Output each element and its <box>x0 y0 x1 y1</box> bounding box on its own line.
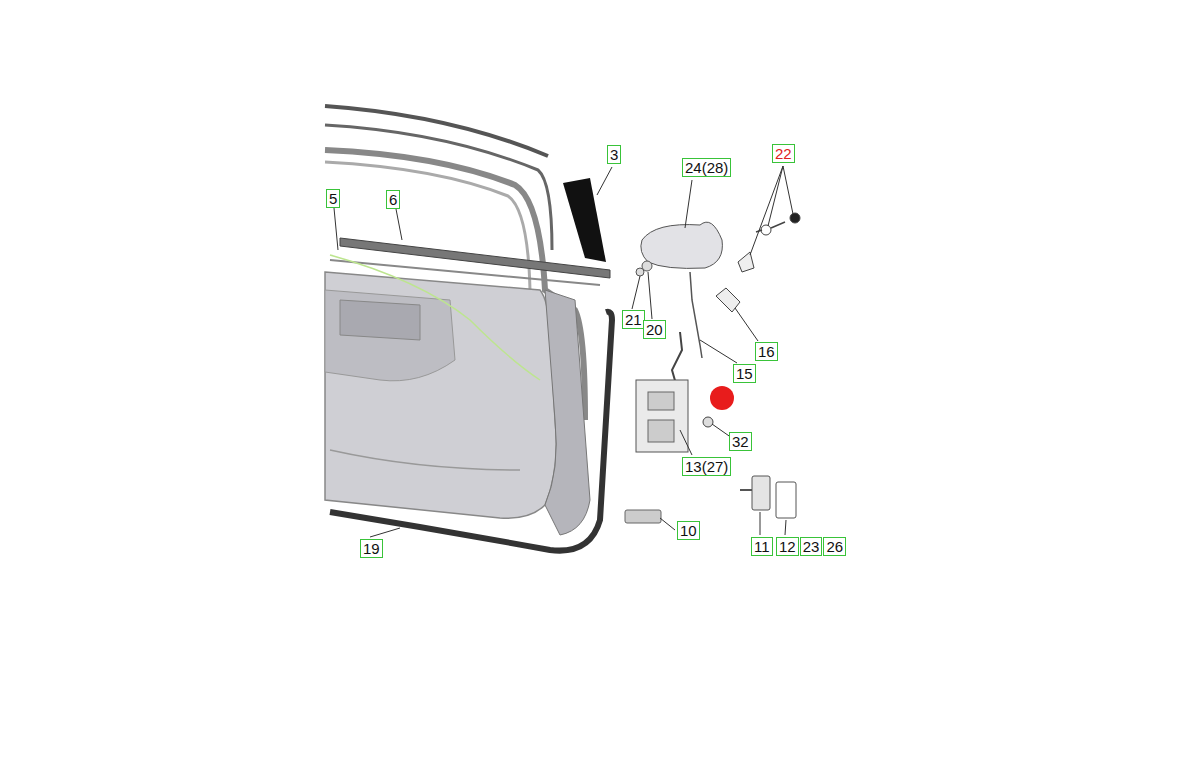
callout-number: 11 <box>751 537 773 556</box>
callout-number: 12 <box>776 537 799 556</box>
wire <box>330 255 540 380</box>
callout-number: 21 <box>622 310 645 329</box>
marker-dot <box>710 386 734 410</box>
screw <box>703 417 713 427</box>
callout-number: 10 <box>677 521 700 540</box>
window-frame <box>325 162 530 290</box>
callout-number: 19 <box>360 539 383 558</box>
armrest <box>325 290 455 381</box>
screw <box>636 268 644 276</box>
cable <box>672 332 682 384</box>
clip <box>716 288 740 312</box>
key <box>790 213 800 223</box>
door-latch <box>648 392 674 410</box>
callout-number: 24(28) <box>682 158 731 177</box>
callout-number: 32 <box>729 432 752 451</box>
plate <box>776 482 796 518</box>
callout-number: 16 <box>755 342 778 361</box>
door-handle <box>641 222 723 268</box>
callout-number: 22 <box>772 144 795 163</box>
key <box>761 225 771 235</box>
callout-number: 6 <box>386 190 400 209</box>
leader-lines <box>334 166 793 537</box>
door-seal <box>330 312 612 551</box>
striker <box>752 476 770 510</box>
callout-number: 23 <box>800 537 823 556</box>
switch-panel <box>340 300 420 340</box>
callout-number: 26 <box>823 537 846 556</box>
lock-cylinder <box>738 252 754 272</box>
rod <box>690 272 702 358</box>
callout-number: 20 <box>643 320 666 339</box>
callout-number: 3 <box>607 145 621 164</box>
door-latch <box>648 420 674 442</box>
callout-number: 5 <box>326 189 340 208</box>
striker <box>740 489 752 491</box>
callout-number: 13(27) <box>682 457 731 476</box>
door-latch <box>636 380 688 452</box>
door-edge <box>545 290 590 535</box>
door-panel <box>325 272 556 518</box>
moulding <box>325 106 548 156</box>
callout-number: 15 <box>733 364 756 383</box>
part-10 <box>625 510 661 523</box>
door-panel <box>330 450 520 470</box>
